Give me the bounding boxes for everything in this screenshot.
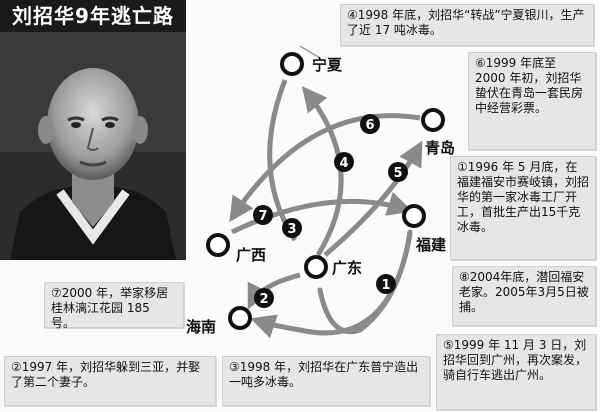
city-label-guangxi: 广西: [236, 246, 266, 264]
city-marker-guangdong: [304, 255, 328, 279]
note-6-qingdao: ⑥1999 年底至 2000 年初，刘招华蛰伏在青岛一套民房中经营彩票。: [468, 52, 596, 150]
note-7-text: ⑦2000 年，举家移居桂林漓江花园 185 号。: [51, 286, 169, 330]
route-arrow-4: [301, 86, 344, 257]
note-6-text: ⑥1999 年底至 2000 年初，刘招华蛰伏在青岛一套民房中经营彩票。: [475, 56, 584, 115]
svg-text:4: 4: [339, 156, 348, 171]
svg-text:1: 1: [381, 278, 390, 293]
note-5-text: ⑤1999 年 11 月 3 日，刘招华回到广州，再次案发，骑自行车逃出广州。: [443, 338, 588, 382]
diagram-title: 刘招华9年逃亡路: [0, 0, 186, 32]
route-arrow-7: [230, 191, 413, 235]
route-badge-7: 7: [253, 205, 273, 225]
route-badge-2: 2: [254, 288, 274, 308]
svg-text:6: 6: [365, 118, 374, 133]
note-1-fujian: ①1996 年 5 月底，在福建福安市赛岐镇，刘招华的第一家冰毒工厂开工，首批生…: [450, 156, 596, 260]
portrait-drawing: [0, 32, 186, 260]
svg-text:5: 5: [393, 166, 402, 181]
svg-text:7: 7: [258, 209, 267, 224]
city-label-fujian: 福建: [415, 236, 447, 254]
note-7-guilin: ⑦2000 年，举家移居桂林漓江花园 185 号。: [44, 282, 184, 330]
route-arrow-6: [229, 113, 421, 223]
route-badge-6: 6: [360, 114, 380, 134]
route-arrow-5: [323, 140, 423, 257]
city-label-hainan: 海南: [186, 318, 216, 336]
note-3-text: ③1998 年，刘招华在广东普宁造出一吨多冰毒。: [229, 360, 419, 389]
svg-text:3: 3: [287, 222, 296, 237]
city-label-ningxia: 宁夏: [312, 56, 343, 74]
city-marker-qingdao: [421, 108, 445, 132]
city-marker-ningxia: [280, 52, 304, 76]
svg-text:2: 2: [259, 292, 268, 307]
note-5-guangzhou: ⑤1999 年 11 月 3 日，刘招华回到广州，再次案发，骑自行车逃出广州。: [436, 334, 596, 410]
city-marker-guangxi: [206, 233, 230, 257]
note-8-arrest: ⑧2004年底，潜回福安老家。2005年3月5日被捕。: [452, 266, 596, 326]
note-1-text: ①1996 年 5 月底，在福建福安市赛岐镇，刘招华的第一家冰毒工厂开工，首批生…: [457, 160, 590, 234]
note-2-sanya: ②1997 年，刘招华躲到三亚，并娶了第二个妻子。: [4, 356, 216, 406]
route-arrow-2: [247, 272, 301, 310]
note-4-text: ④1998 年底，刘招华“转战”宁夏银川，生产了近 17 吨冰毒。: [347, 8, 585, 37]
note-8-text: ⑧2004年底，潜回福安老家。2005年3月5日被捕。: [459, 270, 589, 314]
city-label-qingdao: 青岛: [425, 139, 455, 157]
portrait-photo: [0, 32, 186, 260]
route-badge-4: 4: [334, 152, 354, 172]
note-connector-4: [299, 45, 321, 59]
note-2-text: ②1997 年，刘招华躲到三亚，并娶了第二个妻子。: [11, 360, 201, 389]
city-marker-hainan: [228, 306, 252, 330]
route-badge-5: 5: [388, 162, 408, 182]
city-marker-fujian: [402, 204, 426, 228]
route-badge-3: 3: [282, 218, 302, 238]
note-4-ningxia: ④1998 年底，刘招华“转战”宁夏银川，生产了近 17 吨冰毒。: [340, 4, 594, 46]
note-3-puning: ③1998 年，刘招华在广东普宁造出一吨多冰毒。: [222, 356, 430, 406]
route-arrow-3: [250, 233, 413, 339]
city-label-guangdong: 广东: [332, 259, 362, 277]
route-badge-1: 1: [376, 274, 396, 294]
